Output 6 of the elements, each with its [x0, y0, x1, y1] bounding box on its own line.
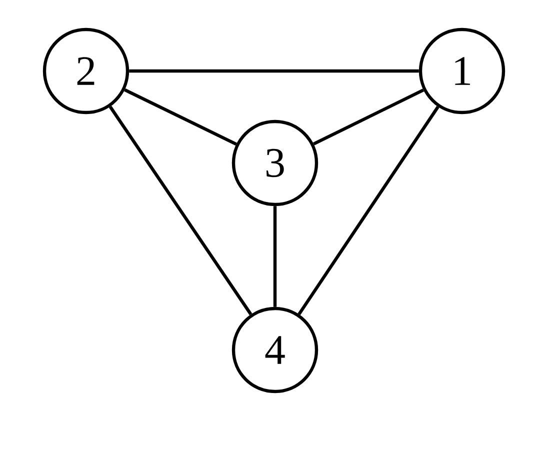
connector-line [312, 88, 424, 146]
connector-line [273, 206, 277, 307]
connector-line [298, 106, 440, 316]
connector-line [124, 88, 237, 146]
connector-line [129, 69, 419, 73]
connector-line [108, 106, 252, 316]
